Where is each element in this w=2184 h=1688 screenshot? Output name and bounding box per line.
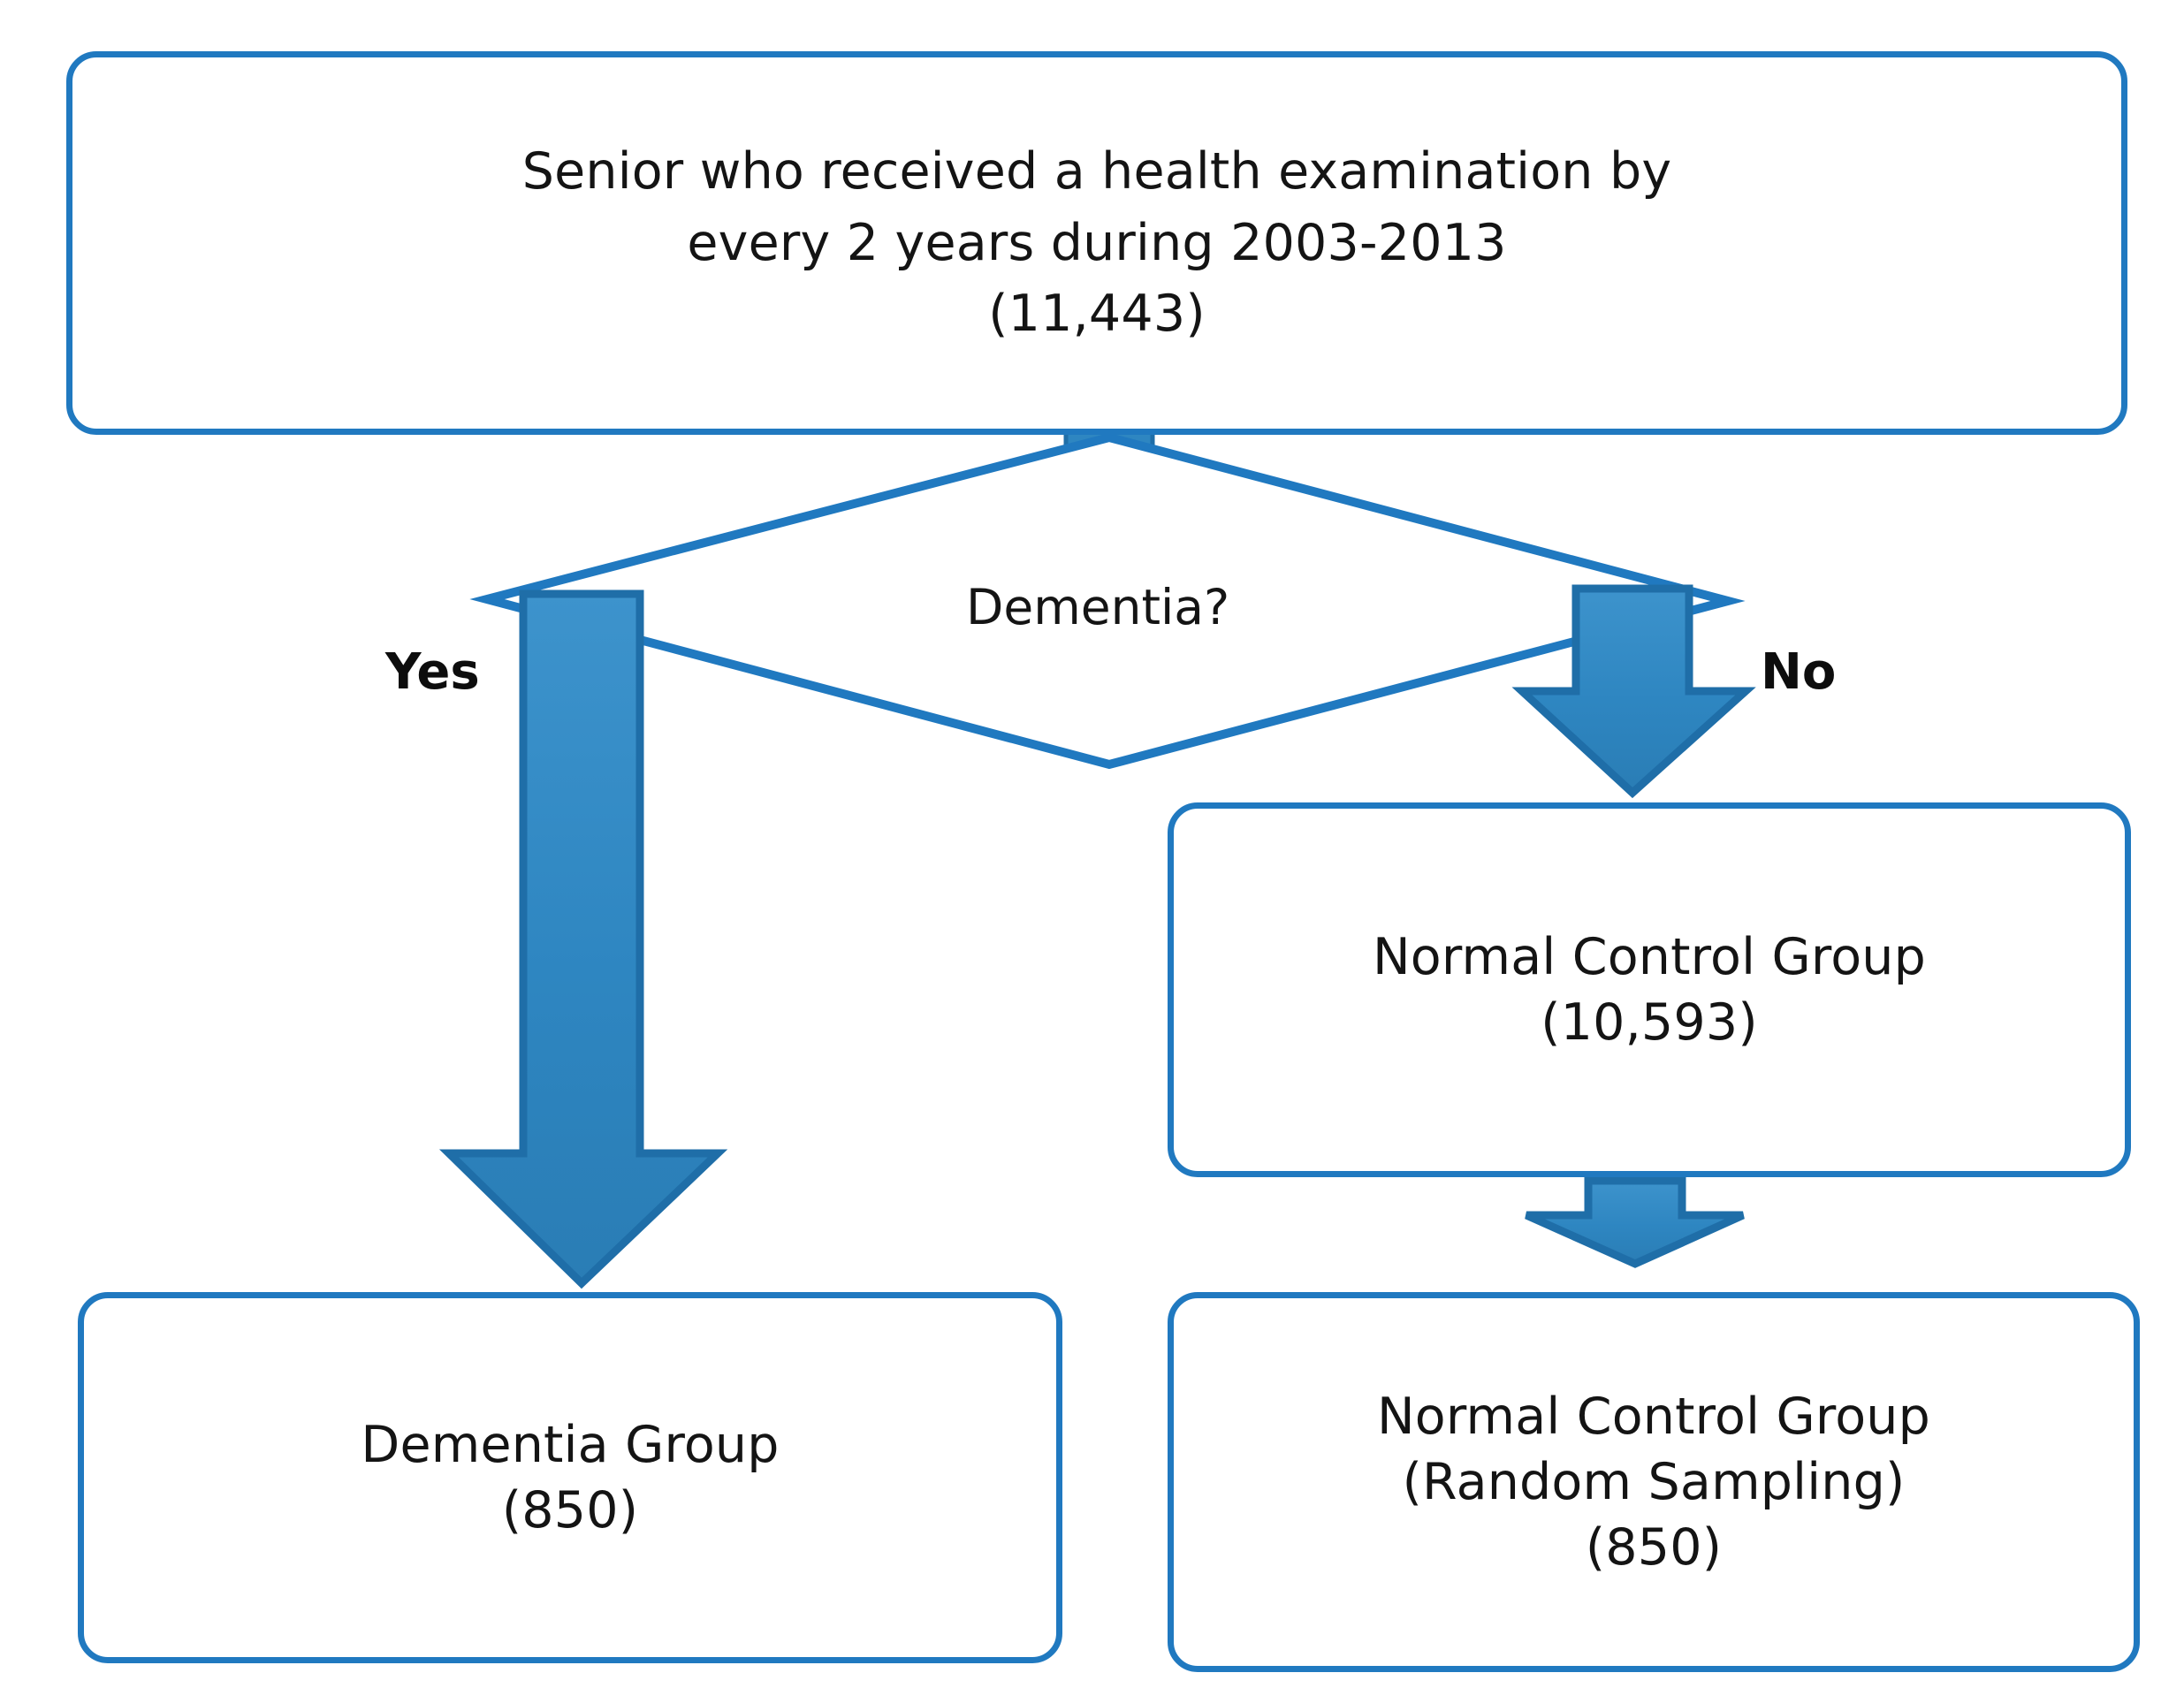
node-normal-control-random-sampling[interactable]: Normal Control Group (Random Sampling) (… — [1168, 1292, 2140, 1672]
source-population-line-1: Senior who received a health examination… — [521, 141, 1672, 201]
arrow-no-to-normal-control — [1511, 584, 1756, 799]
random-sampling-count: (850) — [1585, 1518, 1723, 1578]
source-population-line-2: every 2 years during 2003-2013 — [687, 213, 1507, 272]
node-normal-control-group[interactable]: Normal Control Group (10,593) — [1168, 802, 2131, 1177]
normal-control-title: Normal Control Group — [1372, 927, 1927, 986]
decision-diamond-dementia — [469, 432, 1746, 770]
random-sampling-subtitle: (Random Sampling) — [1402, 1452, 1906, 1511]
edge-label-no: No — [1761, 643, 1837, 701]
node-dementia-group[interactable]: Dementia Group (850) — [78, 1292, 1062, 1663]
normal-control-count: (10,593) — [1541, 993, 1758, 1052]
random-sampling-title: Normal Control Group — [1376, 1387, 1931, 1446]
arrow-normal-control-to-random-sampling — [1525, 1176, 1745, 1268]
arrow-yes-to-dementia-group — [438, 589, 728, 1289]
dementia-group-count: (850) — [501, 1481, 639, 1540]
edge-label-yes: Yes — [385, 643, 480, 701]
node-source-population[interactable]: Senior who received a health examination… — [66, 51, 2127, 435]
decision-label-dementia: Dementia? — [966, 579, 1230, 635]
source-population-count: (11,443) — [988, 285, 1206, 344]
dementia-group-title: Dementia Group — [361, 1415, 780, 1474]
